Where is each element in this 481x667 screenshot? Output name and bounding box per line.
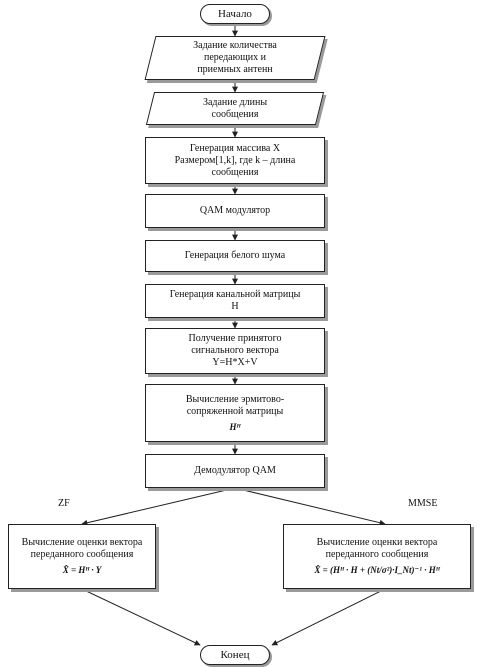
hermitian-matrix-step: Вычисление эрмитово- сопряженной матрицы… (145, 384, 325, 442)
hermitian-line-1: Вычисление эрмитово- (185, 393, 285, 405)
channel-matrix-step: Генерация канальной матрицы H (145, 284, 325, 318)
zf-line-1: Вычисление оценки вектора (21, 537, 143, 548)
end-label: Конец (220, 649, 250, 661)
arrow-demod-zf (81, 487, 236, 526)
array-line-1: Генерация массива X (189, 142, 281, 154)
qam-mod-label: QAM модулятор (199, 205, 271, 216)
received-vector-step: Получение принятого сигнального вектора … (145, 328, 325, 374)
hermitian-line-2: сопряженной матрицы (186, 405, 284, 417)
length-line-2: сообщения (211, 108, 259, 120)
start-label: Начало (218, 8, 252, 20)
mmse-branch-label: MMSE (408, 498, 438, 509)
start-terminal: Начало (200, 4, 270, 24)
antennas-line-2: передающих и (203, 52, 266, 63)
antennas-input-step: Задание количества передающих и приемных… (144, 36, 326, 80)
length-line-1: Задание длины (202, 96, 268, 108)
received-line-2: сигнального вектора (191, 345, 279, 356)
arrow-demod-mmse (234, 487, 386, 526)
hermitian-formula: Hᴴ (229, 421, 241, 432)
array-line-3: сообщения (211, 166, 259, 178)
zf-estimate-step: Вычисление оценки вектора переданного со… (8, 524, 156, 589)
demod-label: Демодулятор QAM (194, 465, 276, 476)
zf-line-2: переданного сообщения (30, 549, 134, 560)
qam-modulator-step: QAM модулятор (145, 194, 325, 228)
antennas-line-1: Задание количества (193, 40, 277, 51)
received-line-1: Получение принятого (188, 333, 282, 344)
antennas-line-3: приемных антенн (197, 64, 273, 75)
channel-line-1: Генерация канальной матрицы (169, 289, 301, 300)
zf-formula: X̂ = Hᴴ · Y (62, 565, 102, 575)
arrow-mmse-end (271, 588, 386, 646)
received-line-3: Y=H*X+V (212, 357, 258, 368)
mmse-line-2: переданного сообщения (325, 549, 429, 560)
array-line-2: Размером[1,k], где k – длина (174, 154, 296, 166)
noise-generation-step: Генерация белого шума (145, 240, 325, 272)
qam-demodulator-step: Демодулятор QAM (145, 454, 325, 488)
end-terminal: Конец (200, 645, 270, 665)
zf-branch-label: ZF (58, 498, 70, 509)
noise-label: Генерация белого шума (184, 250, 286, 261)
array-generation-step: Генерация массива X Размером[1,k], где k… (145, 137, 325, 184)
mmse-formula: X̂ = (Hᴴ · H + (Nt/σ²)·I_Nt)⁻¹ · Hᴴ (314, 565, 440, 575)
channel-line-2: H (231, 301, 239, 312)
arrow-zf-end (81, 588, 201, 646)
mmse-estimate-step: Вычисление оценки вектора переданного со… (283, 524, 471, 589)
length-input-step: Задание длины сообщения (145, 92, 325, 125)
mmse-line-1: Вычисление оценки вектора (316, 537, 438, 548)
